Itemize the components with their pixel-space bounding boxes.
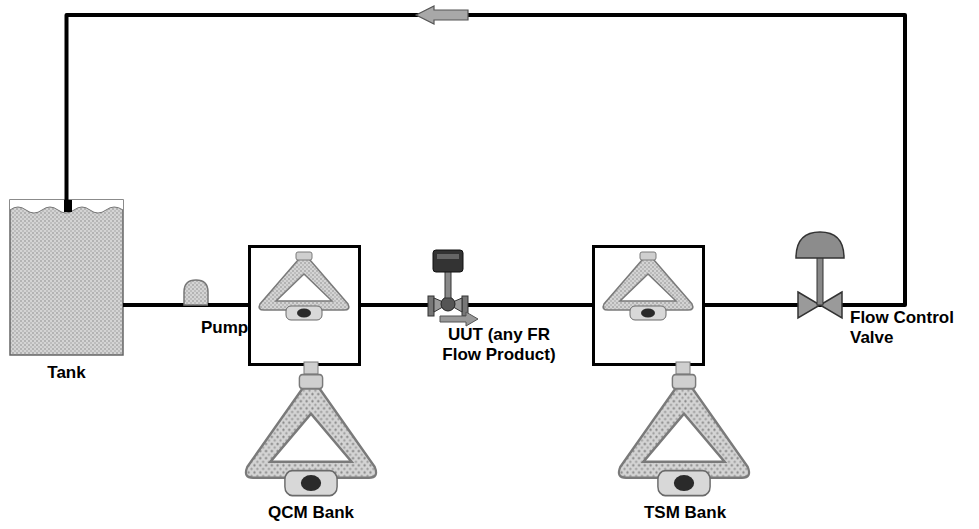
component-label: Flow Control Valve (850, 308, 970, 348)
pipe (67, 6, 906, 305)
meter-bank: QCM Bank (248, 245, 361, 366)
flow-meter (619, 375, 749, 496)
flow-meter (246, 375, 376, 496)
component-label: TSM Bank (622, 503, 748, 523)
pipe-line (361, 303, 418, 307)
pump-symbol (183, 280, 208, 305)
component-label: Tank (10, 363, 123, 383)
meter-bank: TSM Bank (592, 245, 705, 366)
uut-symbol (418, 250, 478, 326)
flow-arrow (416, 6, 468, 24)
pump-node: Pump (183, 280, 208, 310)
pipe (361, 305, 418, 306)
component-label: QCM Bank (248, 503, 374, 523)
flow-meter (259, 252, 349, 320)
control-valve: Flow Control Valve (790, 230, 850, 315)
pipe (123, 305, 183, 306)
component-label: Pump (201, 318, 261, 338)
pipe (705, 305, 790, 306)
component-label: UUT (any FR Flow Product) (438, 325, 560, 365)
pipe-line (123, 303, 183, 307)
tsm-bank-figure (594, 247, 750, 496)
unit-under-test: UUT (any FR Flow Product) (418, 245, 478, 318)
tank-node: Tank (10, 200, 123, 355)
flow-meter (603, 252, 693, 320)
tank-vessel (10, 200, 123, 355)
pipe-line (478, 303, 592, 307)
pipe-line (208, 303, 248, 307)
control-valve-symbol (790, 232, 850, 318)
pipe (478, 305, 592, 306)
pipe (208, 305, 248, 306)
pipe-line (705, 303, 790, 307)
pipe-line (67, 15, 906, 305)
qcm-bank-figure (246, 247, 376, 496)
